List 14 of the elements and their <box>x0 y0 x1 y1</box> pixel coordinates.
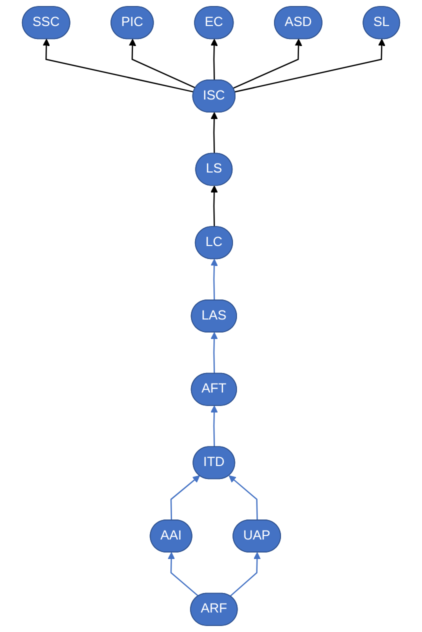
arrow <box>210 405 218 448</box>
arrow <box>170 475 200 520</box>
arrow <box>210 258 218 300</box>
arrow <box>234 38 386 93</box>
arrow <box>128 38 196 89</box>
arrow <box>210 112 218 154</box>
arrow <box>210 185 218 228</box>
arrow <box>230 552 261 597</box>
arrow <box>228 475 258 520</box>
arrow <box>210 38 218 80</box>
arrow <box>168 552 199 597</box>
arrow <box>42 38 194 93</box>
arrow <box>210 332 218 374</box>
arrow <box>233 38 302 89</box>
